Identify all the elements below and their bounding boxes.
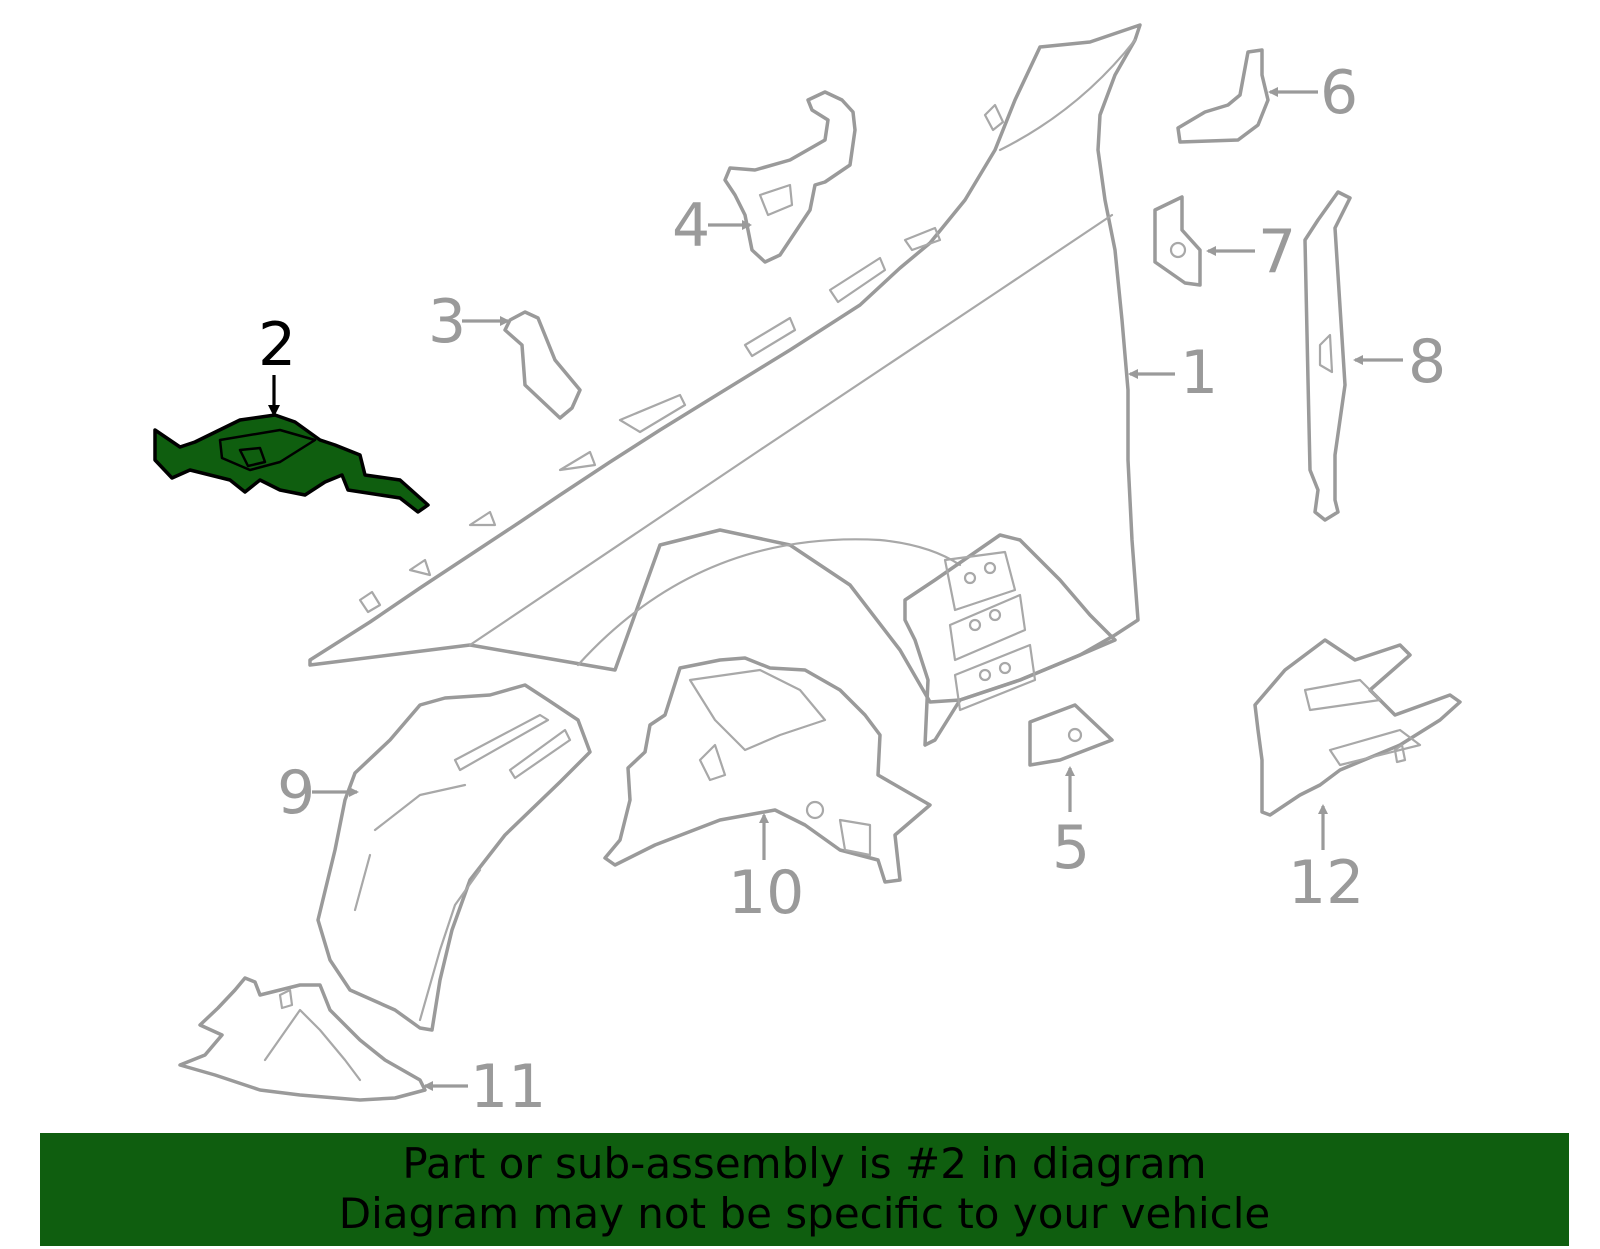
part-6-bracket[interactable] [1176,48,1270,144]
part-12-bracket[interactable] [1253,638,1462,817]
part-11-shield[interactable] [178,976,427,1102]
callout-8[interactable]: 8 [1408,327,1446,397]
callout-1[interactable]: 1 [1180,338,1218,408]
part-8-strip[interactable] [1303,190,1352,522]
banner-line-2: Diagram may not be specific to your vehi… [338,1189,1271,1238]
info-banner: Part or sub-assembly is #2 in diagram Di… [40,1133,1569,1246]
callout-2[interactable]: 2 [258,310,296,380]
part-5-clip[interactable] [1028,703,1114,767]
part-9-liner[interactable] [316,683,592,1032]
callout-12[interactable]: 12 [1288,848,1364,918]
callout-3[interactable]: 3 [428,287,466,357]
part-2-bracket[interactable] [153,413,430,514]
part-3-bracket[interactable] [503,310,582,420]
part-4-bracket[interactable] [723,90,857,264]
leader-lines [268,87,1403,1091]
callout-9[interactable]: 9 [277,758,315,828]
callout-numbers: 1 2 3 4 5 6 7 8 9 10 11 12 [258,58,1446,1122]
callout-7[interactable]: 7 [1258,217,1296,287]
callout-11[interactable]: 11 [470,1052,546,1122]
part-7-plate[interactable] [1153,195,1202,287]
part-1-fender[interactable] [308,23,1142,747]
callout-6[interactable]: 6 [1320,58,1358,128]
callout-5[interactable]: 5 [1052,813,1090,883]
part-10-inner-liner[interactable] [603,656,932,884]
banner-line-1: Part or sub-assembly is #2 in diagram [402,1139,1207,1188]
callout-4[interactable]: 4 [672,191,710,261]
callout-10[interactable]: 10 [728,858,804,928]
